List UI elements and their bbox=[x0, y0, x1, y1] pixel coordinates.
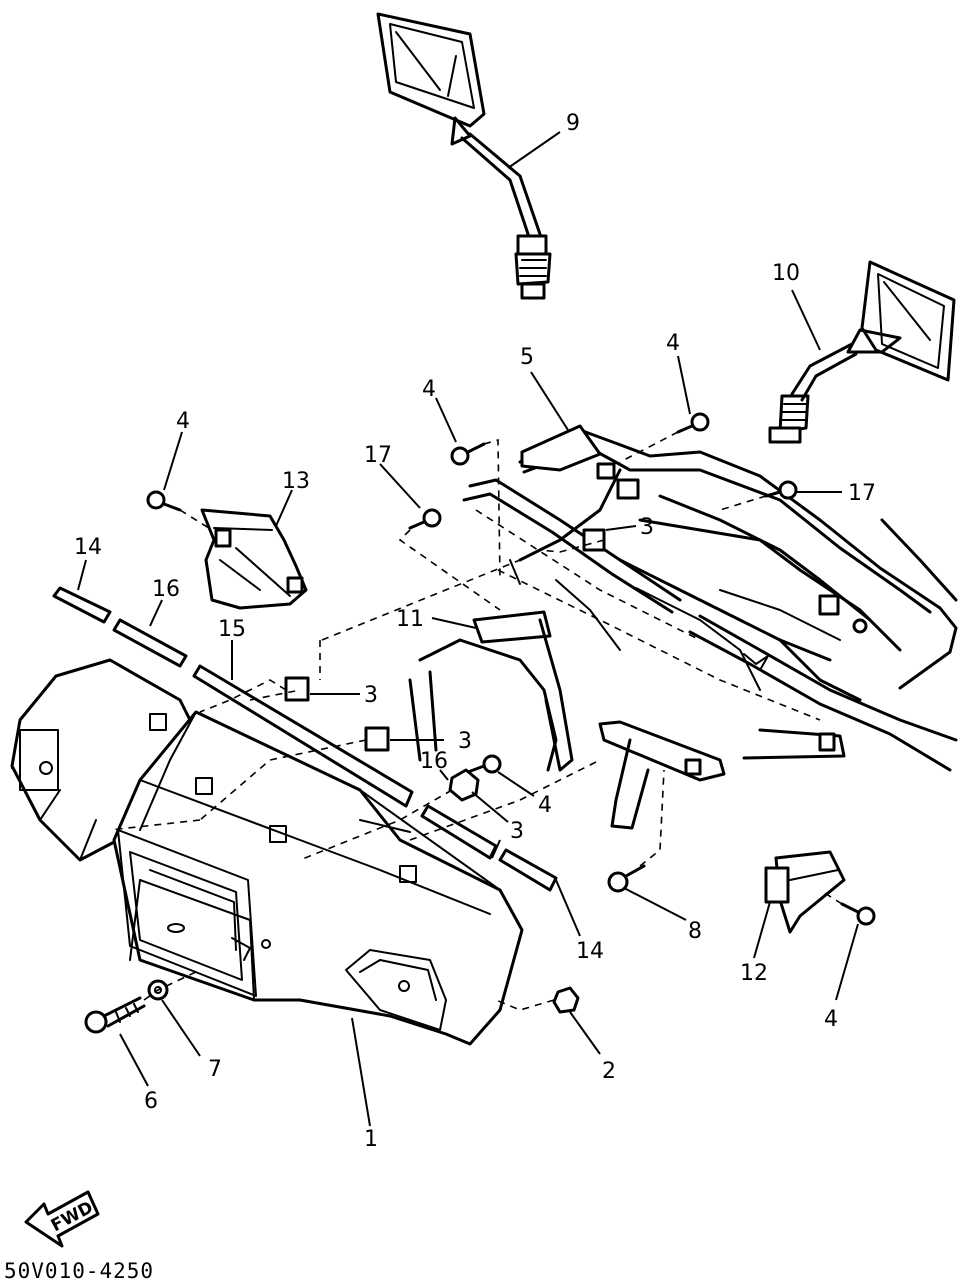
callout-2: 2 bbox=[602, 1059, 616, 1084]
callout-12: 12 bbox=[740, 961, 768, 986]
callout-10: 10 bbox=[772, 261, 800, 286]
callout-17-right: 17 bbox=[848, 481, 876, 506]
nut-2 bbox=[552, 986, 580, 1014]
callout-3-top: 3 bbox=[640, 515, 654, 540]
callout-16-left: 16 bbox=[152, 577, 180, 602]
callout-6: 6 bbox=[144, 1089, 158, 1114]
bracket-12 bbox=[764, 850, 846, 934]
screw-8 bbox=[607, 864, 646, 893]
callout-13: 13 bbox=[282, 469, 310, 494]
callout-1: 1 bbox=[364, 1127, 378, 1152]
callout-3-mid: 3 bbox=[458, 729, 472, 754]
fasteners bbox=[84, 412, 876, 1034]
callout-4-left: 4 bbox=[176, 409, 190, 434]
mirror-10 bbox=[768, 260, 956, 444]
callout-4-mid: 4 bbox=[538, 793, 552, 818]
callout-8: 8 bbox=[688, 919, 702, 944]
callout-15: 15 bbox=[218, 617, 246, 642]
bolt-17-center bbox=[408, 508, 442, 530]
grommet-3-left bbox=[284, 676, 310, 702]
bolt-4-mid bbox=[466, 754, 502, 774]
bolt-4-top bbox=[676, 412, 710, 434]
callouts: 9 10 5 4 4 17 4 13 14 16 15 11 3 17 3 3 … bbox=[74, 111, 876, 1152]
diagram-code: 50V010-4250 bbox=[4, 1259, 154, 1283]
callout-4-right: 4 bbox=[824, 1007, 838, 1032]
callout-17-center: 17 bbox=[364, 443, 392, 468]
bolt-4-center bbox=[450, 442, 486, 466]
trim-strips bbox=[52, 586, 558, 892]
callout-7: 7 bbox=[208, 1057, 222, 1082]
logo-mark bbox=[149, 713, 417, 883]
grommet-3-mid bbox=[364, 726, 390, 752]
bolt-4-right bbox=[840, 902, 876, 926]
assembly-lines bbox=[109, 431, 843, 1011]
nut-3-lower bbox=[448, 768, 480, 802]
callout-4-center: 4 bbox=[422, 377, 436, 402]
leader-lines bbox=[77, 131, 859, 1127]
callout-5: 5 bbox=[520, 345, 534, 370]
callout-14-left: 14 bbox=[74, 535, 102, 560]
fwd-arrow: FWD bbox=[24, 1190, 100, 1248]
callout-14-right: 14 bbox=[576, 939, 604, 964]
mirror-9 bbox=[376, 12, 552, 300]
bolt-17-right bbox=[764, 480, 798, 500]
callout-3-left: 3 bbox=[364, 683, 378, 708]
callout-4-top: 4 bbox=[666, 331, 680, 356]
bolt-4-left bbox=[146, 490, 182, 512]
callout-9: 9 bbox=[566, 111, 580, 136]
stay-13 bbox=[200, 508, 308, 610]
callout-16-right: 16 bbox=[420, 749, 448, 774]
bolt-6 bbox=[84, 996, 146, 1034]
callout-3-lower: 3 bbox=[510, 819, 524, 844]
cowling-1 bbox=[10, 658, 524, 1046]
callout-11: 11 bbox=[396, 607, 424, 632]
